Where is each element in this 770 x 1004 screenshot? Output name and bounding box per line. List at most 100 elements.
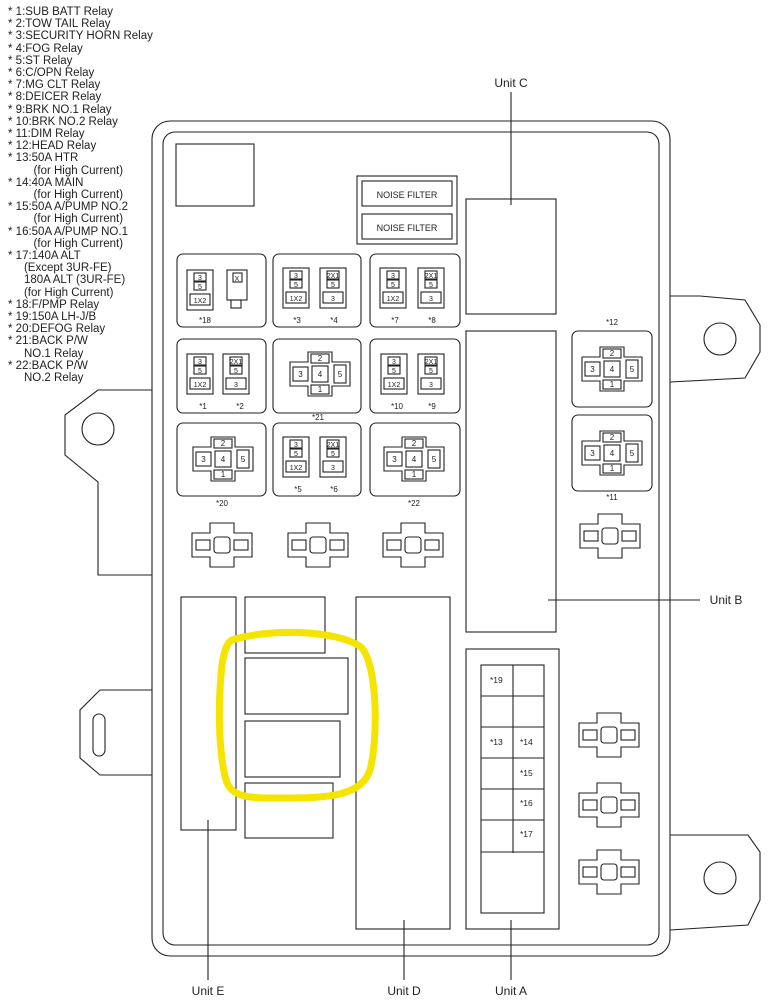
pin-label: 3 [590,449,595,458]
relay-body [287,522,349,568]
legend-line: * 13:50A HTR [8,152,79,165]
legend-line: * 7:MG CLT Relay [8,79,101,92]
pin-label: 4 [221,455,226,464]
legend-line: (for High Current) [8,189,124,202]
pin-mid [387,365,401,375]
pin-3 [584,445,601,461]
cross-relay-socket [578,849,640,895]
pin-mid [289,448,303,458]
leader-lines [207,92,700,980]
pin-4 [311,365,329,383]
noise-filter-block: NOISE FILTER NOISE FILTER [356,175,458,245]
cross-relay-socket [191,522,253,568]
pin-label: 3 [391,273,395,280]
pin-mid [193,365,207,375]
pin-label: 2X1 [230,359,243,366]
legend-line: * 1:SUB BATT Relay [8,6,114,18]
socket-tab [329,539,345,551]
relay-body [581,430,643,476]
pin-label: 4 [610,449,615,458]
legend-line: (for High Current) [8,237,124,250]
socket-tab [386,539,402,551]
relay-legend: * 1:SUB BATT Relay* 2:TOW TAIL Relay* 3:… [8,6,208,384]
legend-line: * 8:DEICER Relay [8,91,102,104]
socket-tab [583,530,599,542]
socket-core [601,527,619,545]
pin-2 [310,353,330,364]
legend-line: * 9:BRK NO.1 Relay [8,103,112,116]
pin-2 [213,438,233,449]
fuse-label-19: *19 [490,675,503,685]
unit-e-label: Unit E [192,984,225,998]
pin-1 [404,469,424,480]
pin-bottom [382,291,404,304]
pin-top [229,356,243,366]
relay-label-2: *2 [236,402,244,411]
relay-body [222,353,250,395]
highlight-circle [215,628,379,802]
pin-top [326,270,340,280]
pin-mid [424,279,438,289]
legend-line: * 14:40A MAIN [8,176,84,189]
pin-label: 1X2 [388,382,401,389]
socket-core [600,796,618,814]
relay-body [191,522,253,568]
fuse-grid: *19 *13 *14 *15 *16 *17 [480,664,545,914]
socket-tab [582,866,598,878]
legend-line: * 22:BACK P/W [8,359,88,372]
relay-label-10: *10 [391,402,404,411]
pin-label: 5 [234,368,238,375]
pin-label: 2 [221,439,226,448]
legend-line: * 10:BRK NO.2 Relay [8,115,118,128]
socket-tab [620,799,636,811]
legend-line: * 17:140A ALT [8,250,81,263]
pin-label: 1 [221,470,226,479]
pin-label: 5 [338,370,343,379]
pin-3 [195,451,212,467]
cross-relay-socket [382,522,444,568]
relay-label-9: *9 [428,402,436,411]
fuse-label-13: *13 [490,737,503,747]
socket-tab [195,539,211,551]
pin-label: 2X1 [425,359,438,366]
legend-line: (for High Current) [8,286,114,299]
pin-label: 5 [630,449,635,458]
socket-tab [620,729,636,741]
socket-core [309,536,327,554]
pin-bottom [322,460,344,473]
relay-label-3: *3 [293,316,301,325]
noise-filter-1-label: NOISE FILTER [377,190,438,200]
cross-relay-socket [579,513,641,559]
pin-label: 1 [610,380,615,389]
relay-label-7: *7 [391,316,399,325]
fuse-label-14: *14 [520,737,533,747]
pin-mid [424,365,438,375]
legend-line: * 3:SECURITY HORN Relay [8,30,153,43]
pin-label: 1 [318,385,323,394]
pin-mid [326,279,340,289]
pin-label: 5 [331,282,335,289]
pin-3 [292,366,309,382]
pin-bottom [225,377,247,390]
pin-bottom [285,291,307,304]
pin-label: 5 [331,451,335,458]
pin-bottom [189,377,211,390]
legend-line: NO.2 Relay [8,372,84,385]
relay-sockets: 351X2X*18351X22X153*3*4351X22X153*7*8351… [176,253,653,895]
legend-line: * 15:50A A/PUMP NO.2 [8,201,128,214]
pin-2 [602,348,622,359]
pin-label: X [235,276,240,283]
empty-slot [175,143,255,207]
unit-d-label: Unit D [387,984,421,998]
